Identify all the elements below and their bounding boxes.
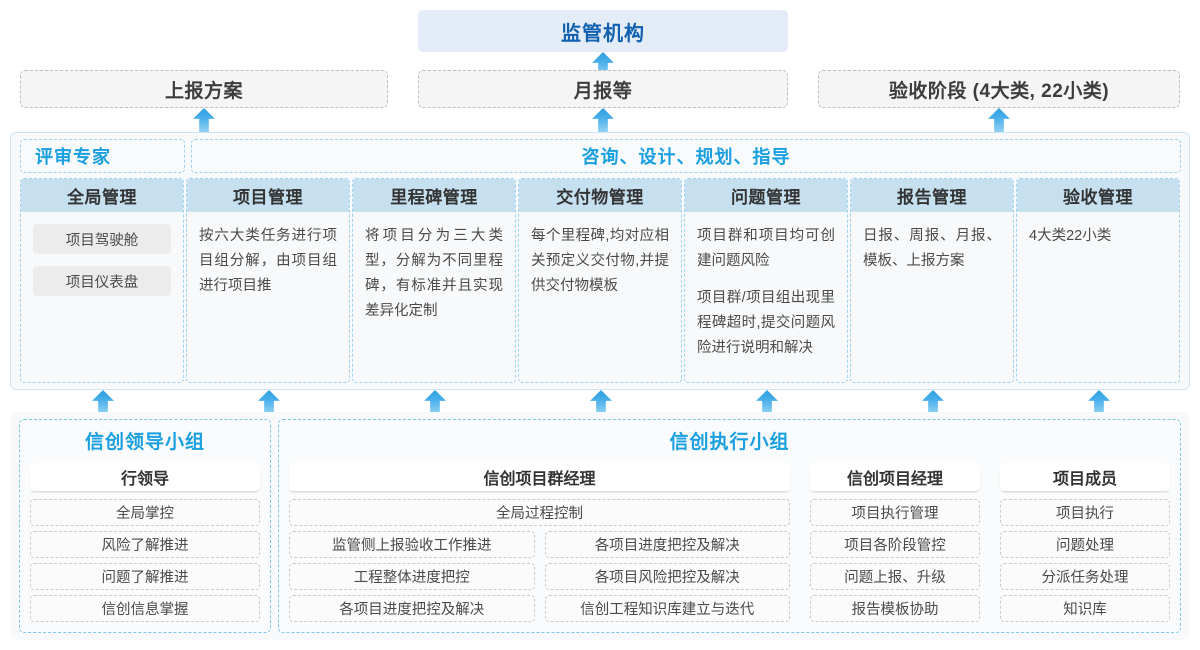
card-title: 验收管理 [1017, 179, 1179, 212]
group-execution: 信创执行小组 信创项目群经理 全局过程控制 监管侧上报验收工作推进 工程整体进度… [278, 419, 1181, 633]
list-item[interactable]: 信创信息掌握 [30, 595, 260, 622]
card-paragraph: 每个里程碑,均对应相关预定义交付物,并提供交付物模板 [531, 228, 669, 294]
regulator-label: 监管机构 [561, 22, 645, 45]
top-box-monthly-report[interactable]: 月报等 [418, 70, 788, 108]
top-row: 上报方案 月报等 验收阶段 (4大类, 22小类) [0, 70, 1200, 110]
arrow-up-to-report-plan [193, 108, 215, 134]
bottom-panel: 信创领导小组 行领导 全局掌控 风险了解推进 问题了解推进 信创信息掌握 信创执… [10, 412, 1190, 640]
column-head: 项目成员 [1000, 463, 1170, 491]
group-leadership: 信创领导小组 行领导 全局掌控 风险了解推进 问题了解推进 信创信息掌握 [19, 419, 271, 633]
card-paragraph: 项目群/项目组出现里程碑超时,提交问题风险进行说明和解决 [697, 290, 835, 356]
list-item[interactable]: 项目执行 [1000, 499, 1170, 526]
list-item[interactable]: 信创工程知识库建立与迭代 [544, 595, 790, 622]
sub-column-right: 各项目进度把控及解决 各项目风险把控及解决 信创工程知识库建立与迭代 [540, 531, 790, 627]
list-item[interactable]: 项目执行管理 [810, 499, 980, 526]
group-columns: 信创项目群经理 全局过程控制 监管侧上报验收工作推进 工程整体进度把控 各项目进… [279, 463, 1180, 632]
list-item[interactable]: 问题了解推进 [30, 563, 260, 590]
card-paragraph: 4大类22小类 [1029, 228, 1112, 244]
card-body: 日报、周报、月报、模板、上报方案 [851, 212, 1013, 274]
card-title: 里程碑管理 [353, 179, 515, 212]
list-item[interactable]: 监管侧上报验收工作推进 [289, 531, 535, 558]
top-box-label: 上报方案 [164, 80, 243, 102]
column-head: 信创项目群经理 [289, 463, 790, 491]
group-columns: 行领导 全局掌控 风险了解推进 问题了解推进 信创信息掌握 [20, 463, 270, 632]
card-body: 项目群和项目均可创建问题风险 项目群/项目组出现里程碑超时,提交问题风险进行说明… [685, 212, 847, 361]
card-chip[interactable]: 项目驾驶舱 [33, 224, 171, 254]
list-item[interactable]: 各项目风险把控及解决 [544, 563, 790, 590]
card-global-management[interactable]: 全局管理 项目驾驶舱 项目仪表盘 [20, 178, 184, 383]
column-bank-leadership: 行领导 全局掌控 风险了解推进 问题了解推进 信创信息掌握 [20, 463, 270, 632]
group-title: 信创执行小组 [669, 432, 790, 453]
top-box-acceptance-stage[interactable]: 验收阶段 (4大类, 22小类) [818, 70, 1180, 108]
card-body: 每个里程碑,均对应相关预定义交付物,并提供交付物模板 [519, 212, 681, 299]
card-title: 全局管理 [21, 179, 183, 212]
card-body: 项目驾驶舱 项目仪表盘 [21, 212, 183, 296]
card-milestone-management[interactable]: 里程碑管理 将项目分为三大类型，分解为不同里程碑，有标准并且实现差异化定制 [352, 178, 516, 383]
card-project-management[interactable]: 项目管理 按六大类任务进行项目组分解，由项目组进行项目推 [186, 178, 350, 383]
role-band-review-experts: 评审专家 [20, 139, 185, 173]
list-item[interactable]: 各项目进度把控及解决 [289, 595, 535, 622]
group-title: 信创领导小组 [84, 432, 205, 453]
card-chip[interactable]: 项目仪表盘 [33, 266, 171, 296]
card-paragraph: 将项目分为三大类型，分解为不同里程碑，有标准并且实现差异化定制 [365, 228, 503, 319]
role-band-consulting: 咨询、设计、规划、指导 [191, 139, 1181, 173]
card-body: 按六大类任务进行项目组分解，由项目组进行项目推 [187, 212, 349, 299]
top-box-label: 月报等 [573, 80, 633, 102]
list-item[interactable]: 风险了解推进 [30, 531, 260, 558]
list-item[interactable]: 问题上报、升级 [810, 563, 980, 590]
column-head: 行领导 [30, 463, 260, 491]
list-item[interactable]: 分派任务处理 [1000, 563, 1170, 590]
list-item[interactable]: 项目各阶段管控 [810, 531, 980, 558]
role-band-label: 咨询、设计、规划、指导 [581, 147, 791, 167]
list-item[interactable]: 知识库 [1000, 595, 1170, 622]
list-item[interactable]: 全局掌控 [30, 499, 260, 526]
card-paragraph: 项目群和项目均可创建问题风险 [697, 228, 835, 269]
card-body: 4大类22小类 [1017, 212, 1179, 249]
list-item[interactable]: 问题处理 [1000, 531, 1170, 558]
top-box-report-plan[interactable]: 上报方案 [20, 70, 388, 108]
column-head: 信创项目经理 [810, 463, 980, 491]
role-band-label: 评审专家 [35, 147, 111, 167]
list-item[interactable]: 工程整体进度把控 [289, 563, 535, 590]
card-title: 项目管理 [187, 179, 349, 212]
regulator-box: 监管机构 [418, 10, 788, 52]
card-deliverable-management[interactable]: 交付物管理 每个里程碑,均对应相关预定义交付物,并提供交付物模板 [518, 178, 682, 383]
arrow-up-to-acceptance-stage [988, 108, 1010, 134]
list-item[interactable]: 各项目进度把控及解决 [544, 531, 790, 558]
top-box-label: 验收阶段 (4大类, 22小类) [888, 80, 1110, 102]
card-title: 交付物管理 [519, 179, 681, 212]
column-sub-columns: 监管侧上报验收工作推进 工程整体进度把控 各项目进度把控及解决 各项目进度把控及… [289, 531, 790, 627]
card-issue-management[interactable]: 问题管理 项目群和项目均可创建问题风险 项目群/项目组出现里程碑超时,提交问题风… [684, 178, 848, 383]
card-paragraph: 按六大类任务进行项目组分解，由项目组进行项目推 [199, 228, 337, 294]
list-item[interactable]: 报告模板协助 [810, 595, 980, 622]
card-acceptance-management[interactable]: 验收管理 4大类22小类 [1016, 178, 1180, 383]
sub-column-left: 监管侧上报验收工作推进 工程整体进度把控 各项目进度把控及解决 [289, 531, 540, 627]
list-item[interactable]: 全局过程控制 [289, 499, 790, 526]
card-report-management[interactable]: 报告管理 日报、周报、月报、模板、上报方案 [850, 178, 1014, 383]
card-body: 将项目分为三大类型，分解为不同里程碑，有标准并且实现差异化定制 [353, 212, 515, 324]
card-title: 问题管理 [685, 179, 847, 212]
card-paragraph: 日报、周报、月报、模板、上报方案 [863, 228, 1001, 269]
middle-panel: 评审专家 咨询、设计、规划、指导 全局管理 项目驾驶舱 项目仪表盘 项目管理 按… [10, 132, 1190, 390]
arrow-up-to-monthly-report [592, 108, 614, 134]
column-project-member: 项目成员 项目执行 问题处理 分派任务处理 知识库 [990, 463, 1180, 632]
column-project-manager: 信创项目经理 项目执行管理 项目各阶段管控 问题上报、升级 报告模板协助 [800, 463, 990, 632]
capability-card-row: 全局管理 项目驾驶舱 项目仪表盘 项目管理 按六大类任务进行项目组分解，由项目组… [20, 178, 1182, 383]
column-program-manager: 信创项目群经理 全局过程控制 监管侧上报验收工作推进 工程整体进度把控 各项目进… [279, 463, 800, 632]
card-title: 报告管理 [851, 179, 1013, 212]
